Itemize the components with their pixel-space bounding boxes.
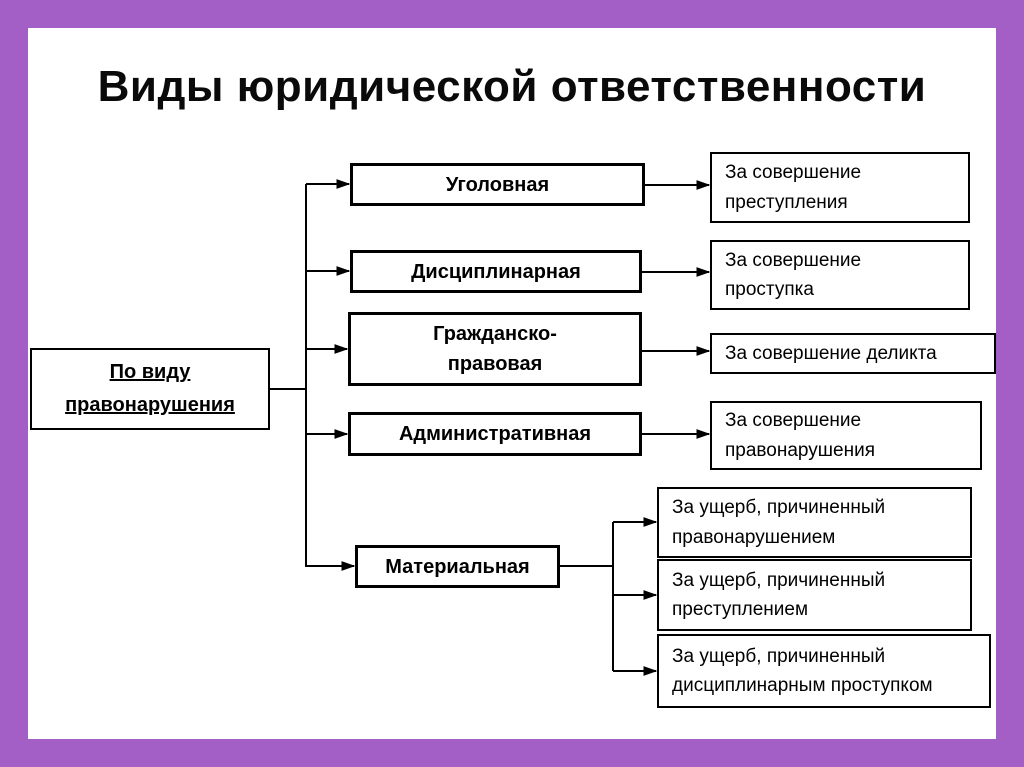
branch-label: Материальная <box>385 555 530 578</box>
branch-box-civil: Гражданско- правовая <box>348 312 642 386</box>
result-box-administrative: За совершение правонарушения <box>710 401 982 470</box>
branch-box-criminal: Уголовная <box>350 163 645 206</box>
root-box: По виду правонарушения <box>30 348 270 430</box>
result-label: За совершение деликта <box>725 342 937 364</box>
branch-box-disciplinary: Дисциплинарная <box>350 250 642 293</box>
branch-label: Гражданско- правовая <box>433 323 557 375</box>
branch-box-administrative: Административная <box>348 412 642 456</box>
result-box-disciplinary: За совершение проступка <box>710 240 970 310</box>
result-label: За ущерб, причиненный правонарушением <box>672 497 886 548</box>
branch-box-material: Материальная <box>355 545 560 588</box>
result-label: За ущерб, причиненный дисциплинарным про… <box>672 645 933 696</box>
result-box-criminal: За совершение преступления <box>710 152 970 223</box>
branch-label: Дисциплинарная <box>411 260 581 283</box>
result-box-civil: За совершение деликта <box>710 333 996 374</box>
branch-label: Уголовная <box>445 173 550 196</box>
result-label: За ущерб, причиненный преступлением <box>672 569 886 620</box>
result-label: За совершение правонарушения <box>725 410 875 461</box>
result-label: За совершение проступка <box>725 249 862 300</box>
branch-label: Административная <box>398 423 592 445</box>
result-box-material-3: За ущерб, причиненный дисциплинарным про… <box>657 634 991 708</box>
result-box-material-1: За ущерб, причиненный правонарушением <box>657 487 972 558</box>
root-label: По виду правонарушения <box>65 361 235 416</box>
result-box-material-2: За ущерб, причиненный преступлением <box>657 559 972 631</box>
result-label: За совершение преступления <box>725 162 862 213</box>
page-title: Виды юридической ответственности <box>97 62 927 111</box>
